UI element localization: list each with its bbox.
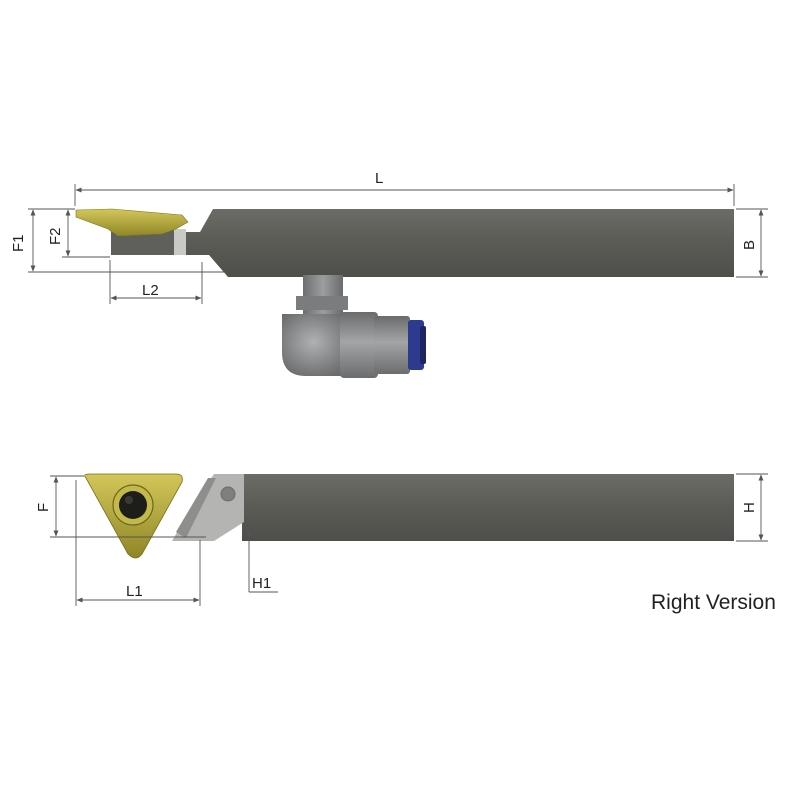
bottom-insert-screw-highlight: [125, 496, 133, 504]
dim-label-H: H: [741, 502, 758, 513]
dim-label-F: F: [35, 503, 52, 512]
dim-label-F1: F1: [10, 234, 27, 252]
top-dimensions: [28, 184, 768, 304]
top-view: [75, 208, 734, 378]
dim-label-B: B: [741, 240, 758, 250]
bottom-clamp-screw-hole: [220, 486, 236, 502]
version-caption: Right Version: [651, 591, 776, 614]
top-fitting-collar: [374, 316, 410, 374]
bottom-dimensions: [50, 473, 768, 606]
dim-label-L: L: [375, 170, 383, 187]
top-clamp-light: [174, 229, 186, 255]
dim-label-L1: L1: [126, 583, 143, 600]
top-shank: [185, 209, 734, 277]
bottom-shank: [242, 474, 734, 541]
bottom-clamp-shade: [176, 478, 216, 538]
top-fitting-elbow: [282, 314, 352, 376]
dim-label-F2: F2: [47, 227, 64, 245]
top-connector-ring: [420, 326, 426, 364]
top-fitting-hex: [296, 296, 348, 310]
bottom-insert-screw: [119, 491, 147, 519]
dim-label-H1: H1: [252, 575, 271, 592]
dim-label-L2: L2: [142, 282, 159, 299]
top-fitting-body: [340, 312, 378, 378]
top-insert: [75, 208, 189, 237]
bottom-view: [84, 473, 734, 559]
